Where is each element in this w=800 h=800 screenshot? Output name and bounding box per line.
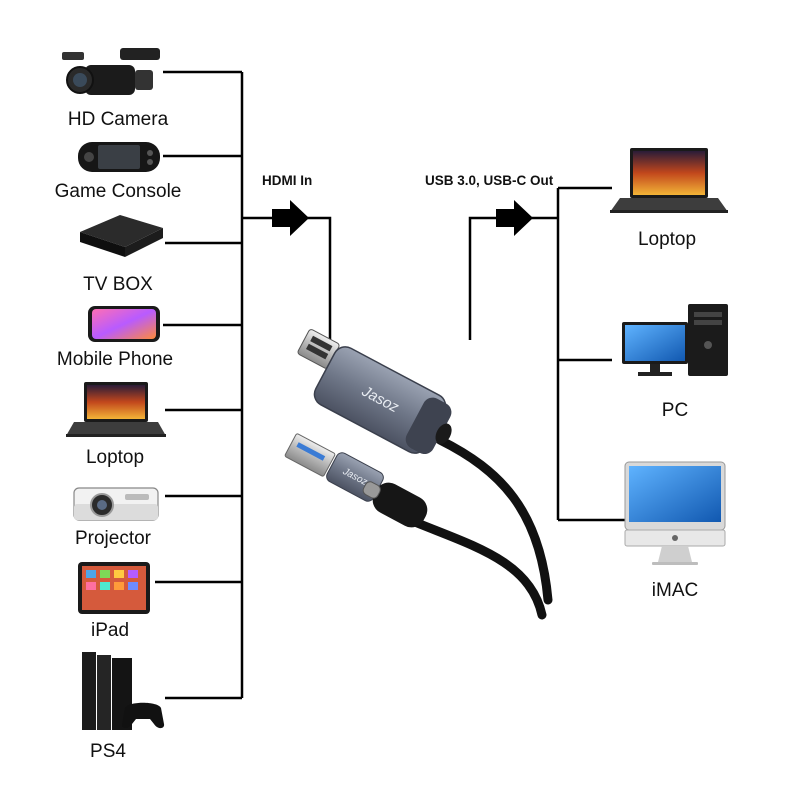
input-label-projector: Projector [74,528,152,549]
video-camera-icon [62,48,160,95]
laptop-icon [610,148,728,213]
output-label-imac: iMAC [651,580,699,601]
hdmi-adapter [297,329,452,455]
hdmi-in-header: HDMI In [262,173,313,188]
ps4-console-icon [82,652,165,730]
usb-out-arrow-icon [496,200,533,236]
output-label-pc: PC [661,400,689,421]
desktop-pc-icon [622,304,728,376]
tv-box-icon [80,215,163,257]
usb-dual-plug [284,433,428,528]
handheld-console-icon [78,142,160,172]
input-label-tv-box: TV BOX [83,274,153,295]
laptop-icon [66,382,166,437]
projector-icon [73,487,159,521]
imac-icon [624,461,726,565]
hdmi-in-arrow-icon [272,200,309,236]
input-label-game-console: Game Console [54,181,182,202]
input-connector-lines [155,70,332,700]
tablet-icon [78,562,150,614]
adapter-cables [405,435,553,620]
output-label-laptop: Loptop [637,229,697,250]
input-label-laptop: Loptop [85,447,145,468]
mobile-phone-icon [88,306,160,342]
input-label-ps4: PS4 [90,741,126,762]
input-label-mobile-phone: Mobile Phone [56,349,174,370]
input-label-hd-camera: HD Camera [67,109,169,130]
usb-out-header: USB 3.0, USB-C Out [425,173,554,188]
input-label-ipad: iPad [90,620,130,641]
